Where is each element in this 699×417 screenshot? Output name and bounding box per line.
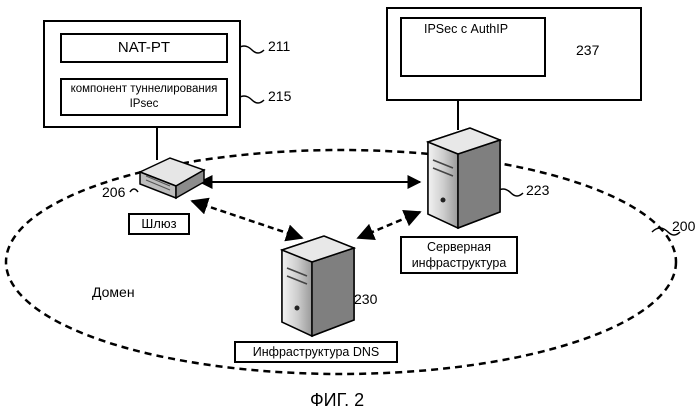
arrow-server-dns	[358, 212, 420, 238]
server-label-line1: Серверная	[402, 239, 516, 255]
nat-pt-label: NAT-PT	[118, 39, 170, 56]
ipsec-tunneling-label-line2: IPsec	[62, 97, 226, 112]
ipsec-authip-box: IPSec с AuthIP	[400, 17, 546, 77]
ref-230: 230	[354, 291, 377, 307]
ref-237: 237	[576, 42, 599, 58]
nat-pt-box: NAT-PT	[60, 33, 228, 63]
dns-label-box: Инфраструктура DNS	[234, 341, 398, 363]
gateway-label-box: Шлюз	[128, 213, 190, 235]
server-label-box: Серверная инфраструктура	[400, 236, 518, 274]
gateway-label: Шлюз	[141, 216, 176, 231]
server-label-line2: инфраструктура	[402, 255, 516, 271]
ref-206: 206	[102, 184, 125, 200]
dns-server-tower-icon	[282, 236, 354, 336]
dns-label: Инфраструктура DNS	[253, 345, 379, 359]
ref-223: 223	[526, 182, 549, 198]
ref-211: 211	[268, 38, 290, 54]
ipsec-tunneling-box: компонент туннелирования IPsec	[60, 78, 228, 116]
leader-206	[130, 189, 138, 192]
server-tower-icon	[428, 128, 500, 228]
ipsec-authip-label: IPSec с AuthIP	[424, 22, 508, 36]
domain-label: Домен	[92, 284, 135, 300]
ipsec-tunneling-label-line1: компонент туннелирования	[62, 82, 226, 97]
gateway-router-icon	[140, 158, 204, 198]
ref-200: 200	[672, 218, 695, 234]
figure-caption: ФИГ. 2	[310, 390, 364, 411]
ref-215: 215	[268, 88, 291, 104]
arrow-gateway-dns	[192, 201, 302, 238]
